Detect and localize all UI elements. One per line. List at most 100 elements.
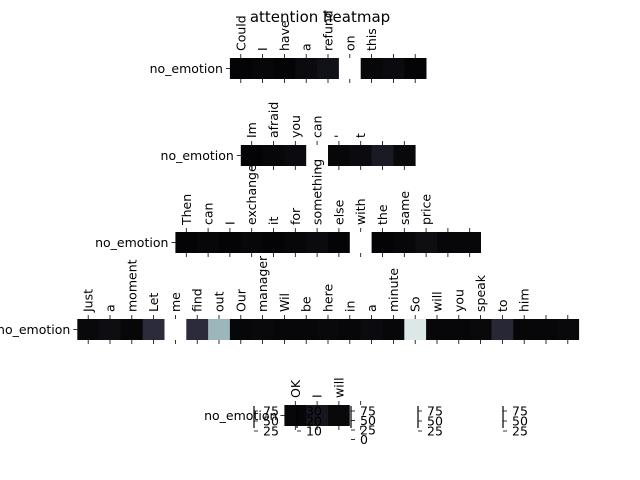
colorbar-tick-label: 0 (360, 432, 368, 447)
heatmap-cell (164, 319, 187, 340)
colorbar-tick-label: 50 (263, 414, 279, 429)
heatmap-cell (240, 145, 263, 166)
token-label: afraid (266, 102, 281, 138)
heatmap-cell (197, 232, 220, 253)
token-label: I (222, 221, 237, 225)
colorbar-tick-label: 50 (427, 414, 443, 429)
heatmap-cell (328, 145, 351, 166)
heatmap-cell (273, 319, 296, 340)
heatmap-cell (317, 319, 340, 340)
colorbar-tick-label: 75 (360, 404, 376, 419)
token-label: a (364, 304, 379, 312)
token-label: speak (473, 274, 488, 312)
heatmap-cell (120, 319, 144, 340)
heatmap-cell (371, 232, 394, 253)
heatmap-cell (404, 58, 427, 79)
chart-title: attention heatmap (250, 8, 390, 26)
heatmap-cell (360, 319, 383, 340)
row-label: no_emotion (150, 61, 223, 76)
heatmap-cell (229, 319, 253, 340)
heatmap-cell (382, 319, 405, 340)
token-label: in (342, 301, 357, 312)
heatmap-cell (349, 405, 372, 426)
token-label: the (375, 204, 390, 225)
token-label: you (451, 289, 466, 312)
heatmap-cell (393, 145, 416, 166)
token-label: with (353, 198, 368, 225)
token-label: ' (331, 135, 346, 138)
heatmap-cell (371, 145, 394, 166)
token-label: a (299, 43, 314, 51)
token-label: Wil (277, 293, 292, 312)
heatmap-cell (284, 405, 307, 426)
row-label: no_emotion (95, 235, 168, 250)
heatmap-cell (556, 319, 580, 340)
token-label: I (255, 47, 270, 51)
row-label: no_emotion (0, 322, 70, 337)
row-label: no_emotion (204, 408, 277, 423)
token-label: else (331, 199, 346, 225)
token-label: same (397, 191, 412, 225)
token-label: out (212, 291, 227, 312)
heatmap-cell (458, 232, 481, 253)
token-label: something (310, 159, 325, 225)
colorbar-tick-label: 25 (360, 423, 376, 438)
heatmap-cell (175, 232, 198, 253)
heatmap-cell (77, 319, 100, 340)
token-label: be (299, 296, 314, 312)
heatmap-cell (437, 232, 460, 253)
colorbar-tick-label: 25 (427, 424, 443, 439)
token-label: to (495, 299, 510, 312)
heatmap-cell (349, 145, 372, 166)
token-label: for (288, 207, 303, 225)
token-label: Let (146, 293, 161, 312)
token-label: Im (244, 122, 259, 138)
token-label: a (103, 304, 118, 312)
heatmap-cell (535, 319, 558, 340)
heatmap-cell (229, 58, 253, 79)
token-label: find (190, 288, 205, 312)
heatmap-cell (208, 319, 231, 340)
heatmap-cell (142, 319, 165, 340)
token-label: t (353, 133, 368, 138)
token-label: will (430, 291, 445, 312)
token-label: here (321, 284, 336, 312)
token-label: you (288, 115, 303, 138)
heatmap-cell (186, 319, 209, 340)
token-label: I (310, 394, 325, 398)
heatmap-cell (513, 319, 536, 340)
colorbar-tick-label: 50 (360, 413, 376, 428)
heatmap-cell (328, 232, 351, 253)
row-label: no_emotion (161, 148, 234, 163)
heatmap-cell (306, 232, 329, 253)
token-label: on (342, 35, 357, 51)
heatmap-cell (349, 232, 372, 253)
colorbar-tick-label: 10 (306, 424, 322, 439)
heatmap-cell (262, 232, 285, 253)
heatmap-cell (295, 319, 318, 340)
colorbar-tick-label: 25 (263, 424, 279, 439)
heatmap-cell (360, 58, 383, 79)
heatmap-cell (426, 319, 449, 340)
token-label: OK (288, 379, 303, 398)
token-label: refund (321, 10, 336, 51)
heatmap-cell (251, 319, 274, 340)
token-label: So (408, 296, 423, 312)
heatmap-cell (491, 319, 514, 340)
heatmap-cell (393, 232, 416, 253)
heatmap-cell (306, 405, 329, 426)
heatmap-cell (219, 232, 242, 253)
colorbar-tick-label: 20 (306, 414, 322, 429)
token-label: manager (255, 255, 270, 312)
heatmap-cell (306, 145, 329, 166)
heatmap-cell (295, 58, 318, 79)
